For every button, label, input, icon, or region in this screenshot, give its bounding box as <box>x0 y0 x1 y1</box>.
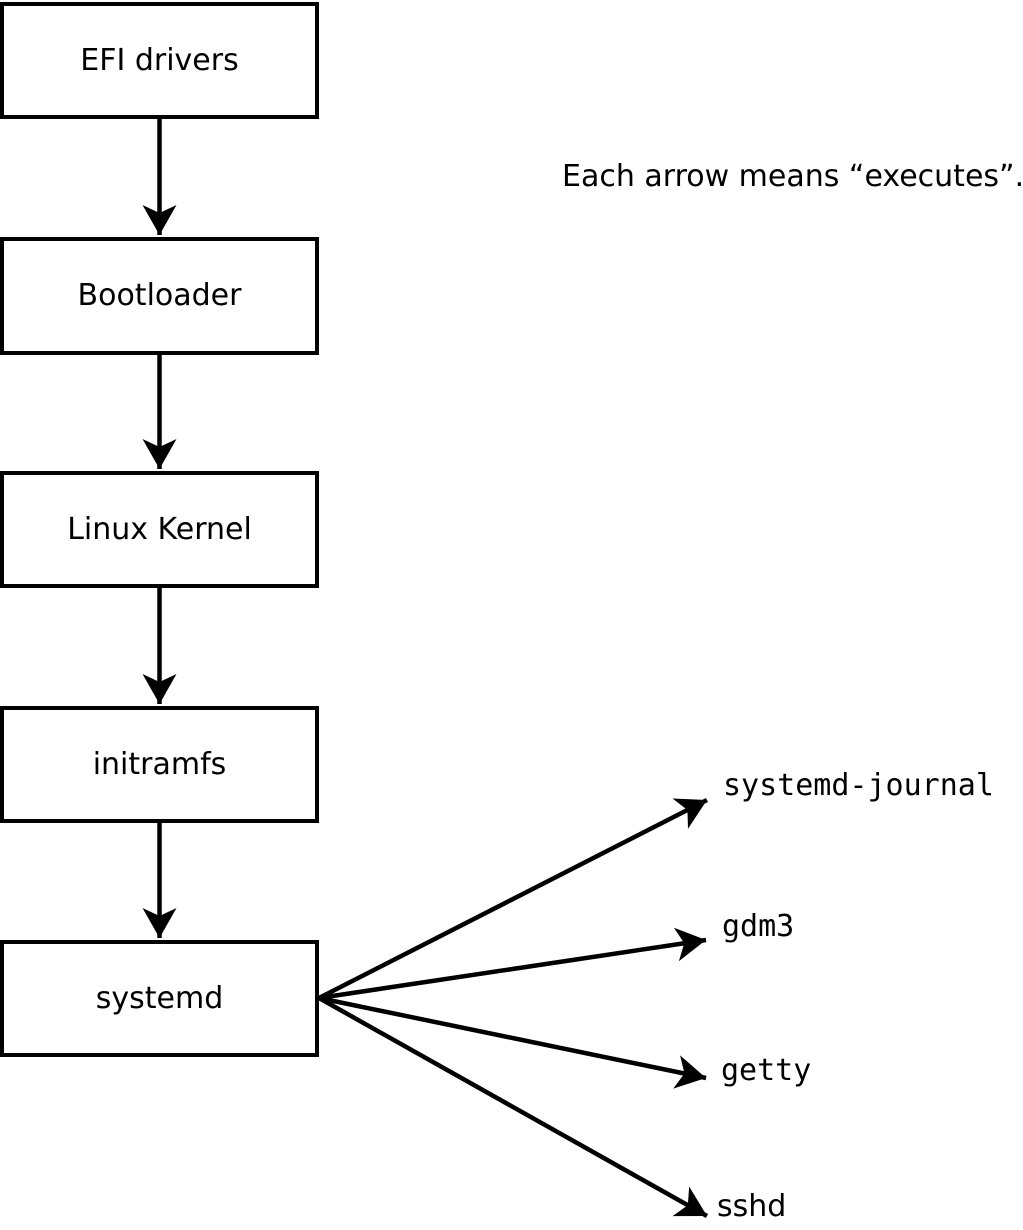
arrow-meaning-annotation: Each arrow means “executes”. <box>562 159 1023 194</box>
arrow-systemd-to-journal <box>317 797 709 1001</box>
flow-box-linux-kernel: Linux Kernel <box>0 471 319 588</box>
flow-box-bootloader: Bootloader <box>0 237 319 355</box>
flow-box-label: Bootloader <box>77 278 242 313</box>
process-label-getty: getty <box>721 1053 812 1088</box>
flow-box-label: EFI drivers <box>80 42 239 78</box>
arrow-systemd-to-sshd <box>317 996 709 1218</box>
arrow-systemd-to-gdm3 <box>318 927 707 1001</box>
arrow-systemd-to-getty <box>318 995 707 1089</box>
flow-box-efi-drivers: EFI drivers <box>0 2 319 119</box>
process-label-gdm3: gdm3 <box>722 909 795 944</box>
flow-box-systemd: systemd <box>0 940 319 1057</box>
flow-box-label: systemd <box>95 980 224 1016</box>
flow-box-initramfs: initramfs <box>0 706 319 823</box>
flow-box-label: Linux Kernel <box>67 511 252 547</box>
flow-box-label: initramfs <box>92 746 227 782</box>
process-label-sshd: sshd <box>717 1189 787 1224</box>
process-label-systemd-journal: systemd-journal <box>723 768 994 803</box>
